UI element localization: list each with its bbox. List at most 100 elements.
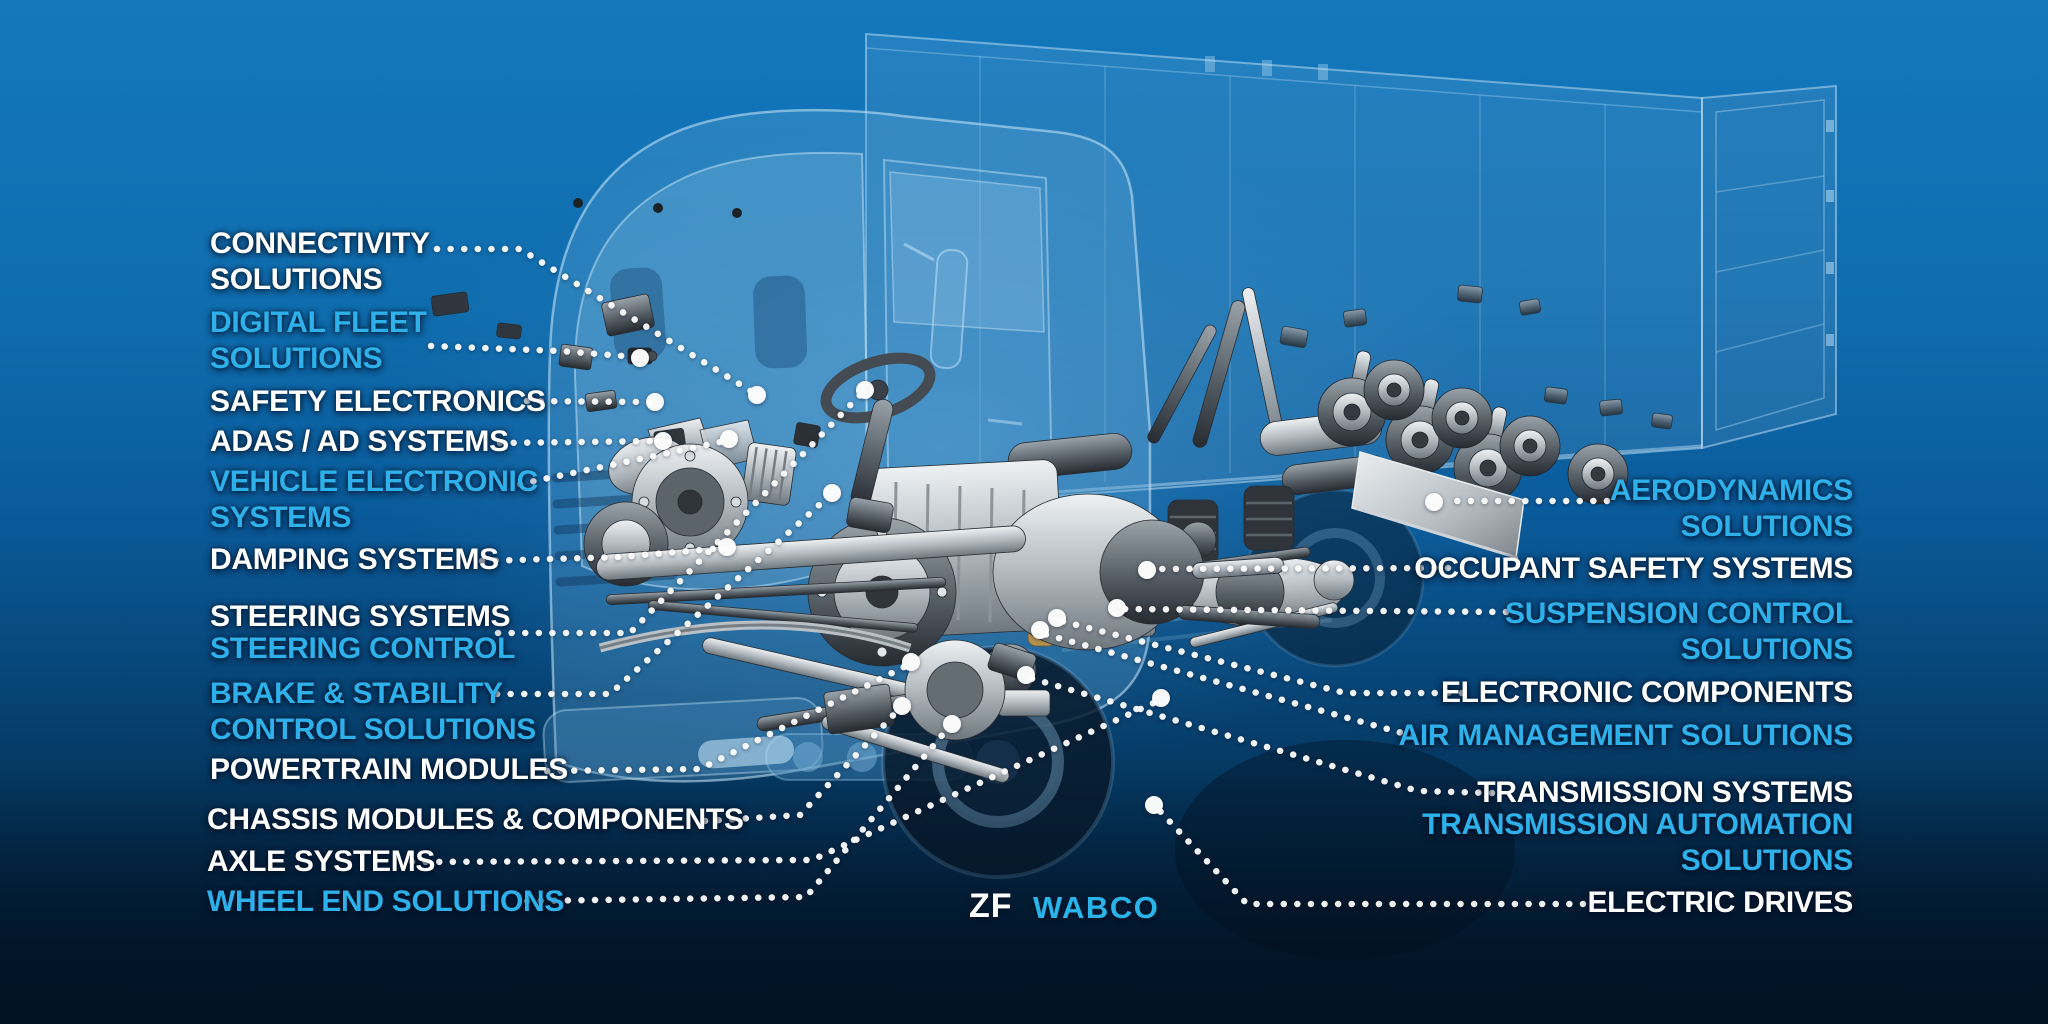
passenger-seat-silhouette xyxy=(753,275,807,369)
system-label-occupant-safety-systems: OCCUPANT SAFETY SYSTEMS xyxy=(1414,551,1853,587)
trailer-axle-units xyxy=(1317,350,1629,505)
system-label-adas-ad-systems: ADAS / AD SYSTEMS xyxy=(210,424,509,460)
leader-dot-chassis-modules-components xyxy=(893,697,911,715)
label-line: ADAS / AD SYSTEMS xyxy=(210,425,509,458)
leader-line-digital-fleet-solutions xyxy=(427,342,640,361)
label-line: STEERING SYSTEMS xyxy=(210,600,511,633)
label-line: BRAKE & STABILITY xyxy=(210,677,503,710)
system-label-safety-electronics: SAFETY ELECTRONICS xyxy=(210,384,546,420)
leader-dot-safety-electronics xyxy=(646,393,664,411)
leader-dot-air-management-solutions xyxy=(1031,621,1049,639)
leader-dot-digital-fleet-solutions xyxy=(631,349,649,367)
label-line: CONTROL SOLUTIONS xyxy=(210,713,537,746)
label-line: AERODYNAMICS xyxy=(1609,474,1853,507)
roof-marker-lights xyxy=(573,198,742,218)
leader-line-occupant-safety-systems xyxy=(1147,564,1452,573)
leader-line-air-management-solutions xyxy=(1040,630,1417,740)
leader-dot-damping-systems xyxy=(718,538,736,556)
system-label-wheel-end-solutions: WHEEL END SOLUTIONS xyxy=(207,884,564,920)
system-label-transmission-systems: TRANSMISSION SYSTEMS xyxy=(1477,775,1853,811)
system-label-axle-systems: AXLE SYSTEMS xyxy=(207,844,435,880)
leader-dot-suspension-control-solutions xyxy=(1108,599,1126,617)
leader-line-brake-stability-control-solutions xyxy=(493,493,832,698)
label-line: WHEEL END SOLUTIONS xyxy=(207,885,565,918)
label-line: DAMPING SYSTEMS xyxy=(210,543,499,576)
leader-dot-axle-systems xyxy=(1152,689,1170,707)
system-label-steering-systems: STEERING SYSTEMS xyxy=(210,599,511,635)
leader-line-vehicle-electronic-systems xyxy=(516,437,729,488)
label-line: CHASSIS MODULES & COMPONENTS xyxy=(207,803,744,836)
system-label-electric-drives: ELECTRIC DRIVES xyxy=(1587,885,1853,921)
leader-line-damping-systems xyxy=(478,544,727,565)
label-line: TRANSMISSION AUTOMATION xyxy=(1422,808,1853,841)
label-line: SOLUTIONS xyxy=(210,263,383,296)
label-line: DIGITAL FLEET xyxy=(210,306,427,339)
bottom-fade xyxy=(0,774,2048,1024)
leader-dot-connectivity-solutions xyxy=(748,386,766,404)
zf-logo: ZF xyxy=(969,887,1013,925)
leader-line-electronic-components xyxy=(1057,617,1466,697)
label-line: POWERTRAIN MODULES xyxy=(210,753,568,786)
label-line: SAFETY ELECTRONICS xyxy=(210,385,546,418)
leader-dot-aerodynamics-solutions xyxy=(1425,493,1443,511)
label-line: SOLUTIONS xyxy=(210,342,383,375)
label-line: AXLE SYSTEMS xyxy=(207,845,436,878)
leader-line-axle-systems xyxy=(408,697,1162,866)
leader-dot-electric-drives xyxy=(1145,796,1163,814)
leader-dot-adas-ad-systems xyxy=(654,432,672,450)
system-label-electronic-components: ELECTRONIC COMPONENTS xyxy=(1441,675,1853,711)
leader-line-connectivity-solutions xyxy=(433,245,758,397)
system-label-powertrain-modules: POWERTRAIN MODULES xyxy=(210,752,568,788)
leader-dot-wheel-end-solutions xyxy=(943,715,961,733)
label-line: SYSTEMS xyxy=(210,501,352,534)
label-line: SUSPENSION CONTROL xyxy=(1505,597,1853,630)
leader-line-electric-drives xyxy=(1154,805,1587,908)
underbody-parts xyxy=(1279,284,1673,430)
label-line: ELECTRONIC COMPONENTS xyxy=(1440,676,1853,709)
leader-line-transmission-systems xyxy=(1026,674,1496,797)
label-line: AIR MANAGEMENT SOLUTIONS xyxy=(1398,719,1854,752)
front-axle-beam xyxy=(596,525,1026,581)
leader-dot-steering-systems xyxy=(856,381,874,399)
label-line: OCCUPANT SAFETY SYSTEMS xyxy=(1414,552,1853,585)
system-label-damping-systems: DAMPING SYSTEMS xyxy=(210,542,499,578)
leader-line-chassis-modules-components xyxy=(701,705,903,825)
finned-ecu xyxy=(741,442,797,506)
leader-dot-electronic-components xyxy=(1048,609,1066,627)
wabco-logo: WABCO xyxy=(1033,890,1160,925)
exploded-components xyxy=(430,284,1673,784)
trailer-outline xyxy=(865,32,1837,512)
leader-dot-powertrain-modules xyxy=(902,653,920,671)
tie-rod xyxy=(605,576,947,606)
label-line: SOLUTIONS xyxy=(1680,844,1854,877)
label-line: SOLUTIONS xyxy=(1680,510,1854,543)
leader-line-adas-ad-systems xyxy=(496,437,662,447)
leader-dot-brake-stability-control-solutions xyxy=(823,484,841,502)
label-line: TRANSMISSION SYSTEMS xyxy=(1477,776,1853,809)
leader-line-suspension-control-solutions xyxy=(1117,605,1510,616)
system-label-air-management-solutions: AIR MANAGEMENT SOLUTIONS xyxy=(1398,718,1854,754)
label-line: CONNECTIVITY xyxy=(210,227,430,260)
sensor-module xyxy=(430,291,470,317)
leader-line-steering-systems xyxy=(494,390,865,637)
leader-dot-transmission-systems xyxy=(1017,666,1035,684)
leader-line-wheel-end-solutions xyxy=(523,723,953,905)
system-label-chassis-modules-components: CHASSIS MODULES & COMPONENTS xyxy=(207,802,744,838)
system-label-steering-control: STEERING CONTROL xyxy=(210,631,516,667)
side-mirror xyxy=(929,248,969,370)
label-line: SOLUTIONS xyxy=(1680,633,1854,666)
label-line: ELECTRIC DRIVES xyxy=(1587,886,1853,919)
label-line: VEHICLE ELECTRONIC xyxy=(210,465,538,498)
label-line: STEERING CONTROL xyxy=(210,632,516,665)
mirror-arm xyxy=(903,242,935,262)
leader-dot-occupant-safety-systems xyxy=(1138,561,1156,579)
